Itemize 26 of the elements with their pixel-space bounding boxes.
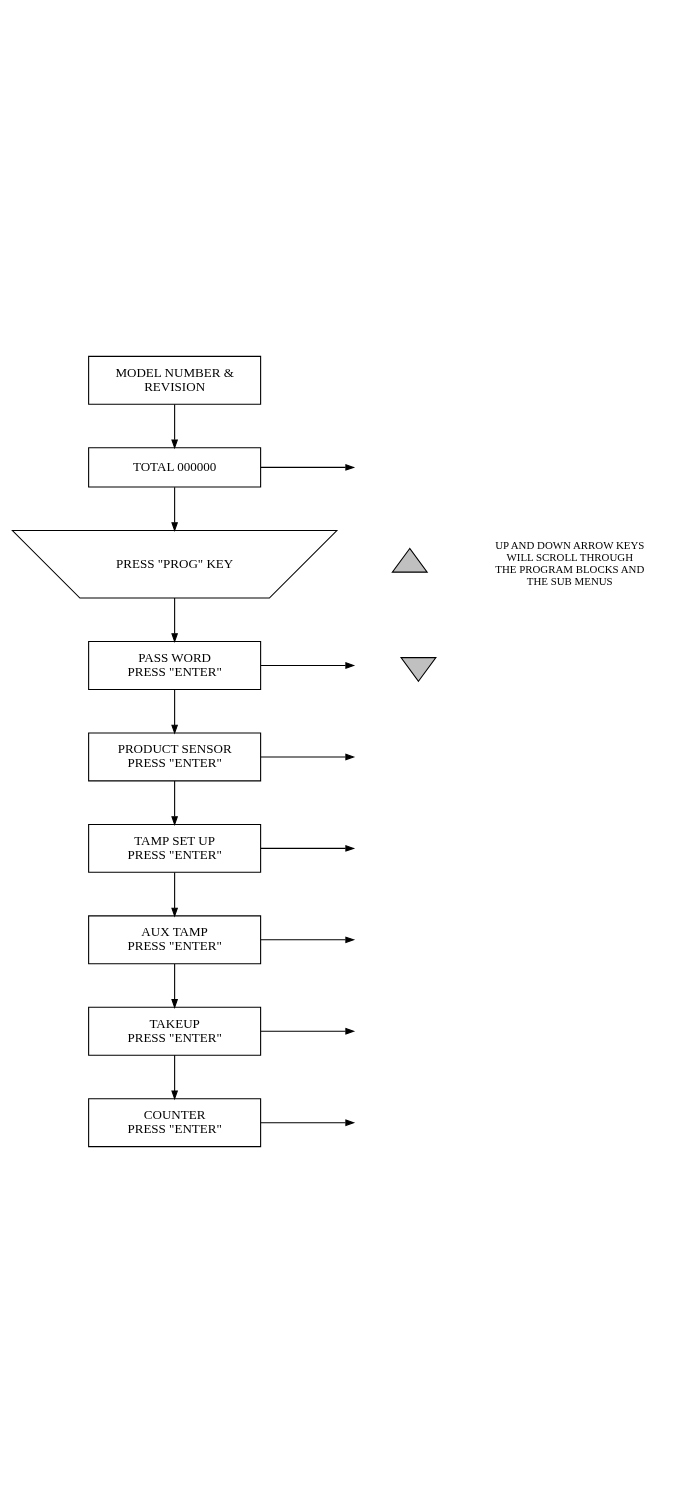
arrow — [171, 871, 179, 918]
arrow — [260, 1119, 356, 1127]
arrow — [171, 780, 179, 827]
arrow — [260, 753, 356, 761]
node-triangle — [399, 657, 437, 683]
arrow — [171, 689, 179, 735]
arrow — [171, 404, 179, 450]
node-box: TOTAL 000000 — [88, 447, 262, 488]
arrow — [171, 597, 179, 644]
arrow — [171, 486, 179, 532]
arrow — [260, 1027, 356, 1035]
arrow — [260, 662, 356, 669]
arrow — [171, 1054, 179, 1101]
node-triangle — [391, 547, 429, 573]
label: UP AND DOWN ARROW KEYS WILL SCROLL THROUGH THE PROGRAM BLOCKS AND THE SUB MENUS — [495, 539, 645, 587]
node-box: PRODUCT SENSOR PRESS "ENTER" — [88, 732, 262, 782]
node-box: COUNTER PRESS "ENTER" — [88, 1098, 262, 1148]
node-box: AUX TAMP PRESS "ENTER" — [88, 915, 262, 965]
node-box: PASS WORD PRESS "ENTER" — [88, 641, 262, 690]
node-box: TAKEUP PRESS "ENTER" — [88, 1006, 262, 1056]
arrow — [260, 844, 356, 852]
node-box: TAMP SET UP PRESS "ENTER" — [88, 823, 262, 873]
arrow — [260, 463, 356, 471]
arrow — [171, 963, 179, 1009]
arrow — [260, 936, 356, 944]
node-box: MODEL NUMBER & REVISION — [88, 355, 262, 405]
